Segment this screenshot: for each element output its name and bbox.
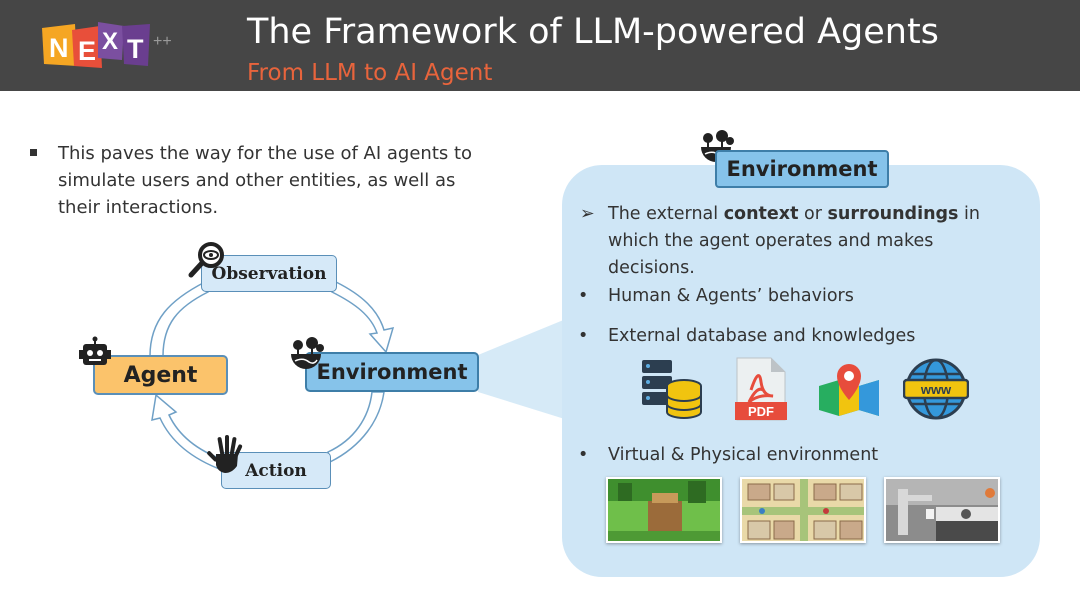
header-bar: N E X T ++ The Framework of LLM-powered … [0,0,1080,91]
arc-action-to-agent [151,393,225,472]
observation-node: Observation [201,255,337,292]
logo-plus: ++ [153,33,172,50]
pdf-label: PDF [748,404,774,419]
slide-title: The Framework of LLM-powered Agents [247,12,939,52]
observation-label: Observation [211,263,327,284]
magnifier-eye-icon [188,242,224,278]
environment-definition: ➢ The external context or surroundings i… [580,201,1020,282]
definition-part: or [798,204,828,224]
environment-node: Environment [305,352,479,392]
virtual-world-thumbnail [606,477,722,543]
arrow-bullet-icon: ➢ [580,204,595,224]
intro-bullet-text: This paves the way for the use of AI age… [58,143,473,218]
environment-tag-label: Environment [726,157,878,181]
agent-label: Agent [123,362,198,388]
pdf-icon: PDF [735,357,787,421]
bullet-virtual-physical: • Virtual & Physical environment [578,445,878,465]
hand-icon [207,435,243,473]
slide-subtitle: From LLM to AI Agent [247,60,493,86]
intro-bullet: This paves the way for the use of AI age… [30,140,490,221]
dot-bullet-icon: • [578,326,589,346]
robot-icon [79,336,111,365]
bullet-database-text: External database and knowledges [608,326,916,346]
bullet-virtual-physical-text: Virtual & Physical environment [608,445,879,465]
next-logo: N E X T ++ [42,22,172,68]
definition-emphasis-context: context [723,204,799,224]
dot-bullet-icon: • [578,286,589,306]
database-icon [642,360,702,419]
robot-kitchen-thumbnail [884,477,1000,543]
arc-observation-to-environment [331,280,395,354]
definition-part: The external [608,204,724,224]
agent-node: Agent [93,355,228,395]
tree-globe-icon [291,337,324,369]
bullet-database: • External database and knowledges [578,326,915,346]
logo-letter-t: T [127,34,144,64]
bullet-behaviors: • Human & Agents’ behaviors [578,286,854,306]
definition-part: in which the agent operates and makes de… [608,204,981,278]
environment-label: Environment [316,360,468,384]
environment-tag: Environment [715,150,889,188]
definition-emphasis-surroundings: surroundings [827,204,959,224]
environment-definition-text: The external context or surroundings in … [580,201,1020,282]
action-label: Action [245,460,307,481]
www-label: www [920,382,952,397]
bullet-behaviors-text: Human & Agents’ behaviors [608,286,854,306]
logo-letter-e: E [78,36,96,66]
globe-www-icon: www [903,358,969,420]
map-pin-icon [819,364,879,416]
town-simulation-thumbnail [740,477,866,543]
logo-letter-n: N [49,33,69,63]
logo-letter-x: X [102,28,118,55]
dot-bullet-icon: • [578,445,589,465]
square-bullet-icon [30,149,37,156]
